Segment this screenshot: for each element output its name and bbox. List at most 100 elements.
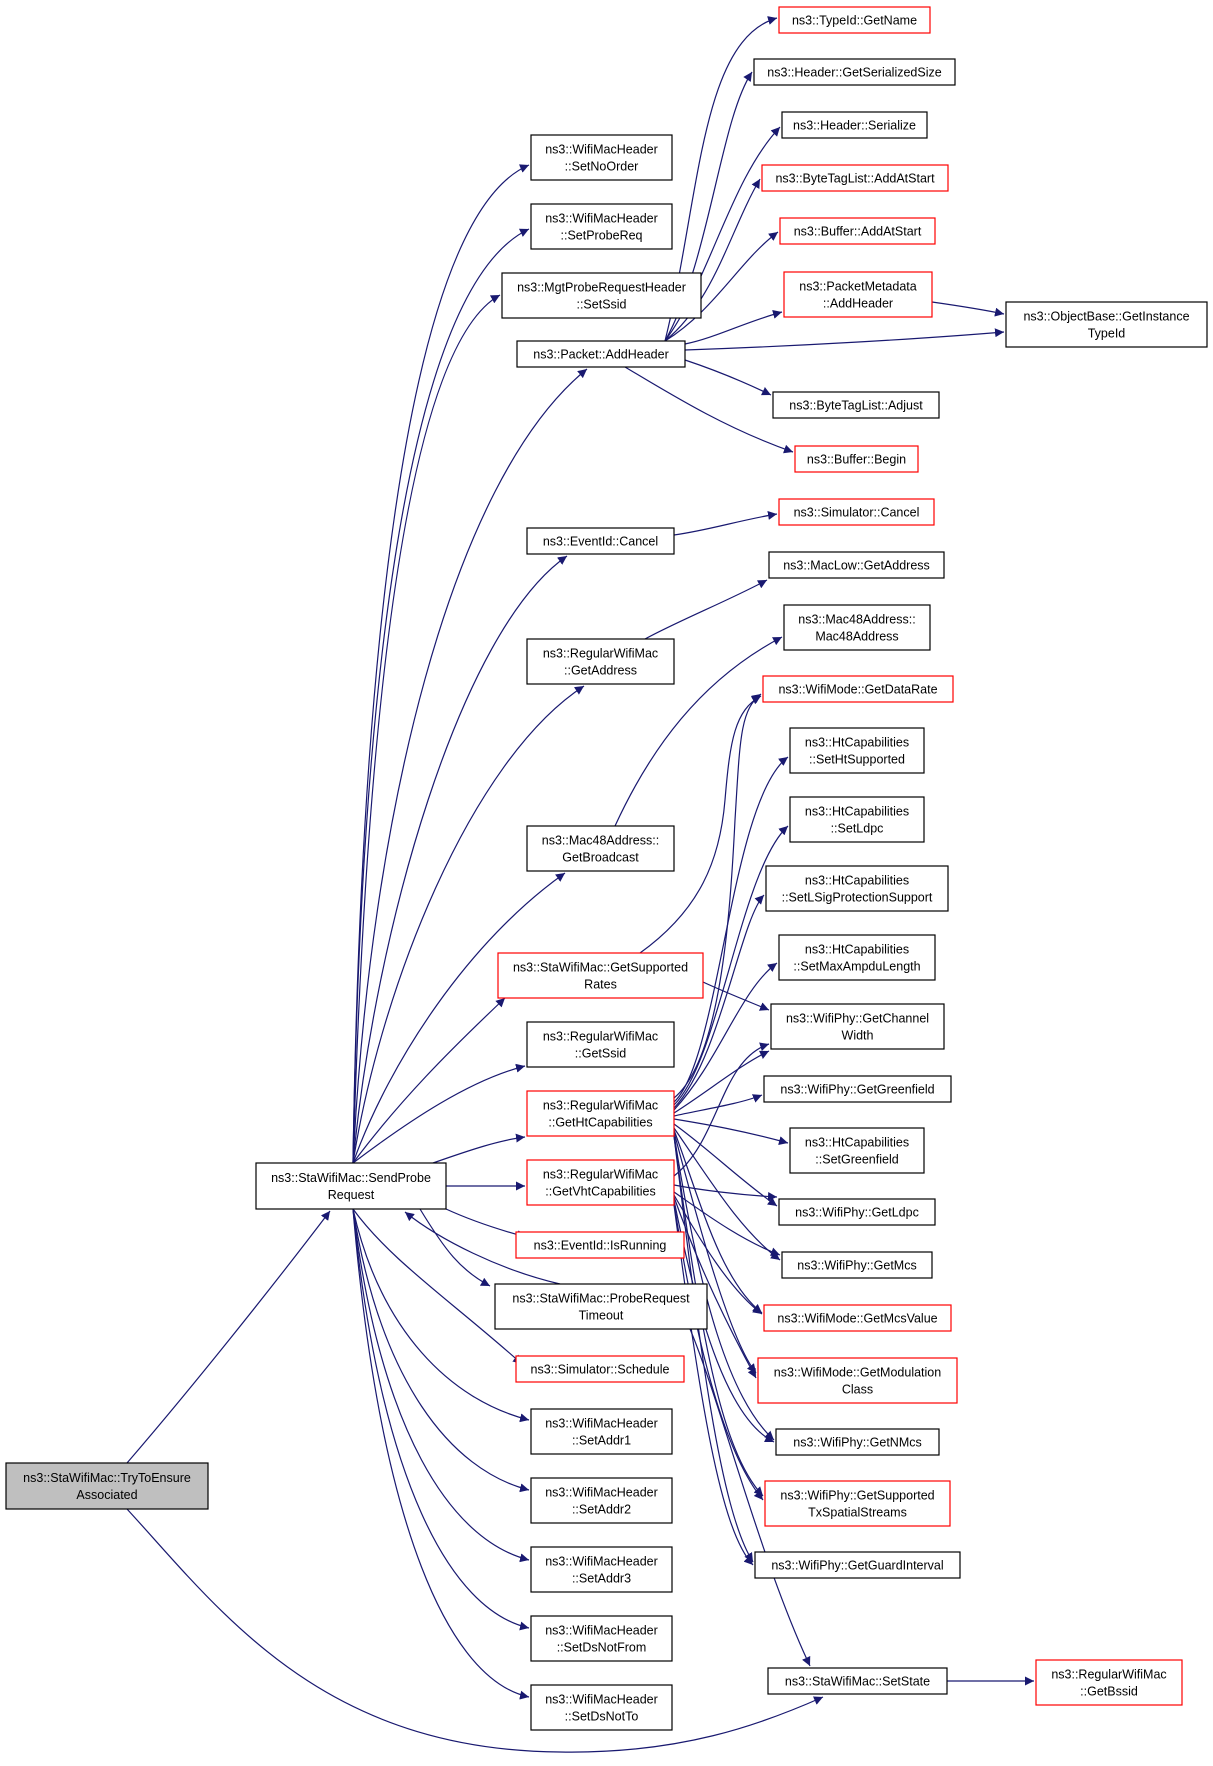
node-wifimode-get-data-rate[interactable]: ns3::WifiMode::GetDataRate [762,675,954,703]
node-label: ns3::ObjectBase::GetInstance [1023,310,1189,324]
node-label: ns3::StaWifiMac::SetState [785,1675,930,1689]
node-label: GetBroadcast [562,851,639,865]
node-box [763,1304,952,1332]
node-packet-add-header[interactable]: ns3::Packet::AddHeader [516,340,686,368]
node-get-ldpc[interactable]: ns3::WifiPhy::GetLdpc [778,1198,936,1226]
node-get-n-mcs[interactable]: ns3::WifiPhy::GetNMcs [775,1428,940,1456]
node-set-greenfield[interactable]: ns3::HtCapabilities::SetGreenfield [789,1127,925,1174]
node-box [530,1477,673,1524]
node-get-mcs-value[interactable]: ns3::WifiMode::GetMcsValue [763,1304,952,1332]
node-get-guard-interval[interactable]: ns3::WifiPhy::GetGuardInterval [754,1551,961,1579]
node-box [255,1162,447,1210]
node-box [772,391,940,419]
node-set-max-ampdu-length[interactable]: ns3::HtCapabilities::SetMaxAmpduLength [778,934,936,981]
node-box [753,58,956,86]
node-set-no-order[interactable]: ns3::WifiMacHeader::SetNoOrder [530,134,673,181]
call-edge [419,1208,491,1287]
node-is-running[interactable]: ns3::EventId::IsRunning [515,1231,685,1259]
node-box [526,1021,675,1068]
node-label: ns3::WifiPhy::GetLdpc [795,1206,919,1220]
node-get-vht-capabilities[interactable]: ns3::RegularWifiMac::GetVhtCapabilities [526,1159,675,1206]
node-set-probe-req[interactable]: ns3::WifiMacHeader::SetProbeReq [530,203,673,250]
call-edge [684,310,783,345]
node-label: ns3::Simulator::Cancel [794,506,920,520]
node-label: ns3::ByteTagList::Adjust [789,399,923,413]
node-box [764,1480,951,1527]
node-get-supported-tx-spatial-streams[interactable]: ns3::WifiPhy::GetSupportedTxSpatialStrea… [764,1480,951,1527]
call-edge [644,579,768,640]
node-packet-metadata-add-header[interactable]: ns3::PacketMetadata::AddHeader [783,271,933,318]
node-set-ssid-probe[interactable]: ns3::MgtProbeRequestHeader::SetSsid [501,272,702,319]
node-box [530,203,673,250]
call-edge [673,1194,763,1315]
node-header-serialize[interactable]: ns3::Header::Serialize [781,111,928,139]
node-box [761,164,949,192]
node-set-ht-supported[interactable]: ns3::HtCapabilities::SetHtSupported [789,727,925,774]
call-edge [352,368,588,1164]
node-label: ns3::WifiMacHeader [545,1624,658,1638]
node-get-address[interactable]: ns3::RegularWifiMac::GetAddress [526,638,675,685]
node-buffer-begin[interactable]: ns3::Buffer::Begin [794,445,919,473]
node-bytetaglist-adjust[interactable]: ns3::ByteTagList::Adjust [772,391,940,419]
call-edge [673,962,778,1111]
node-label: ns3::WifiPhy::GetNMcs [793,1436,922,1450]
node-label: ns3::RegularWifiMac [543,1030,658,1044]
node-label: ::GetVhtCapabilities [545,1185,655,1199]
node-simulator-cancel[interactable]: ns3::Simulator::Cancel [778,498,935,526]
node-schedule[interactable]: ns3::Simulator::Schedule [515,1355,685,1383]
node-label: Request [328,1188,375,1202]
node-get-bssid[interactable]: ns3::RegularWifiMac::GetBssid [1035,1659,1183,1706]
node-box [763,1075,952,1103]
node-label: ns3::WifiMacHeader [545,1555,658,1569]
node-label: ::SetAddr2 [572,1503,631,1517]
node-typeid-get-name[interactable]: ns3::TypeId::GetName [778,6,931,34]
node-bytetaglist-add-at-start[interactable]: ns3::ByteTagList::AddAtStart [761,164,949,192]
node-set-addr2[interactable]: ns3::WifiMacHeader::SetAddr2 [530,1477,673,1524]
node-event-cancel[interactable]: ns3::EventId::Cancel [526,527,675,555]
node-get-ssid[interactable]: ns3::RegularWifiMac::GetSsid [526,1021,675,1068]
node-box [501,272,702,319]
node-set-addr1[interactable]: ns3::WifiMacHeader::SetAddr1 [530,1408,673,1455]
node-box [1005,301,1208,348]
node-label: ns3::WifiMode::GetDataRate [778,683,937,697]
node-get-ht-capabilities[interactable]: ns3::RegularWifiMac::GetHtCapabilities [526,1090,675,1137]
call-edge [404,1211,561,1285]
node-get-greenfield[interactable]: ns3::WifiPhy::GetGreenfield [763,1075,952,1103]
node-maclow-get-address[interactable]: ns3::MacLow::GetAddress [768,551,945,579]
node-label: ::SetAddr3 [572,1572,631,1586]
call-edge [673,1191,781,1257]
call-edge [432,1133,526,1164]
node-get-mcs[interactable]: ns3::WifiPhy::GetMcs [781,1251,933,1279]
node-label: ns3::WifiPhy::GetSupported [780,1489,934,1503]
node-box [754,1551,961,1579]
call-edge [702,981,770,1011]
node-set-addr3[interactable]: ns3::WifiMacHeader::SetAddr3 [530,1546,673,1593]
call-edge [126,1210,331,1464]
node-label: ns3::WifiMode::GetModulation [774,1366,941,1380]
node-box [778,498,935,526]
call-edge [673,894,765,1109]
node-set-lsig-protection-support[interactable]: ns3::HtCapabilities::SetLSigProtectionSu… [765,865,949,912]
node-label: ns3::Simulator::Schedule [531,1363,670,1377]
node-label: ns3::EventId::IsRunning [534,1239,667,1253]
node-get-broadcast[interactable]: ns3::Mac48Address::GetBroadcast [526,825,675,872]
call-edge [352,228,530,1164]
node-buffer-add-at-start[interactable]: ns3::Buffer::AddAtStart [779,217,936,245]
node-set-ds-not-to[interactable]: ns3::WifiMacHeader::SetDsNotTo [530,1684,673,1731]
node-header-get-serialized-size[interactable]: ns3::Header::GetSerializedSize [753,58,956,86]
node-set-ds-not-from[interactable]: ns3::WifiMacHeader::SetDsNotFrom [530,1615,673,1662]
call-edge [689,1328,811,1667]
node-mac48address-ctor[interactable]: ns3::Mac48Address::Mac48Address [783,604,931,651]
node-set-ldpc[interactable]: ns3::HtCapabilities::SetLdpc [789,796,925,843]
node-box [757,1357,958,1404]
node-label: ::SetDsNotFrom [557,1641,647,1655]
node-label: ns3::WifiPhy::GetGuardInterval [771,1559,943,1573]
node-set-state[interactable]: ns3::StaWifiMac::SetState [767,1667,948,1695]
